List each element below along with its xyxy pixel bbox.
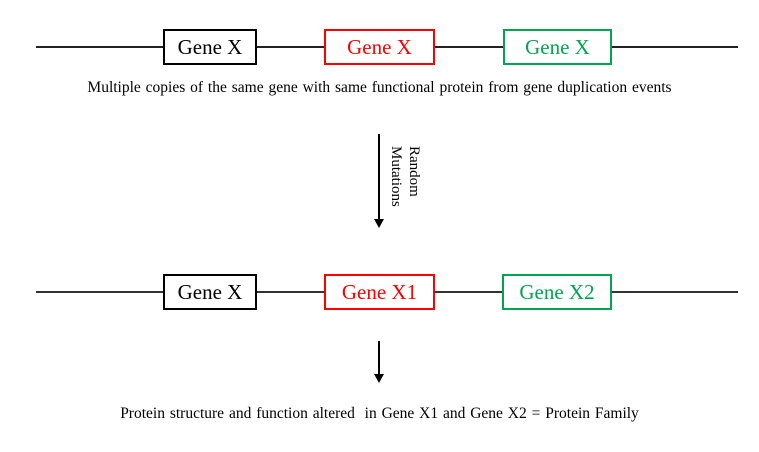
gene-label: Gene X	[177, 34, 243, 59]
gene-box-3: Gene X	[503, 29, 612, 65]
gene-label: Gene X	[525, 34, 590, 59]
gene-label: Gene X	[177, 279, 243, 304]
gene-box-1: Gene X	[163, 29, 257, 65]
arrow-down-icon	[374, 374, 384, 383]
protein-family-caption: Protein structure and function altered i…	[120, 405, 639, 422]
arrow-shaft	[378, 341, 380, 375]
random-mutations-label: Random Mutations	[387, 146, 423, 207]
gene-label: Gene X	[347, 34, 412, 59]
label-line-1: Random	[406, 146, 422, 197]
gene-box-2: Gene X	[324, 29, 435, 65]
label-line-2: Mutations	[388, 146, 404, 207]
duplication-caption: Multiple copies of the same gene with sa…	[87, 79, 672, 96]
gene-box-3: Gene X2	[502, 274, 612, 310]
gene-box-1: Gene X	[163, 274, 257, 310]
gene-label: Gene X1	[341, 279, 418, 304]
gene-box-2: Gene X1	[324, 274, 435, 310]
gene-label: Gene X2	[519, 279, 595, 304]
arrow-down-icon	[374, 219, 384, 228]
arrow-shaft	[378, 134, 380, 220]
